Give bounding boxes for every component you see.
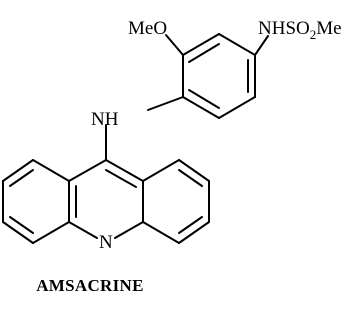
sulfonamide-label: NHSO2Me [258,18,342,42]
sulfonamide-subscript: 2 [310,27,317,42]
sulfonamide-bond [254,35,269,56]
anilino-ring [182,33,256,119]
acridine-ring-system [2,159,210,244]
methoxy-bond [165,34,184,56]
ring-nitrogen-label: N [99,232,113,253]
compound-name: AMSACRINE [36,276,144,295]
amine-bridge-label: NH [91,109,119,130]
sulfonamide-suffix: Me [316,18,341,39]
methoxy-label: MeO [128,18,167,39]
sulfonamide-prefix: NHSO [258,18,310,39]
amine-ring-bond [147,96,184,111]
